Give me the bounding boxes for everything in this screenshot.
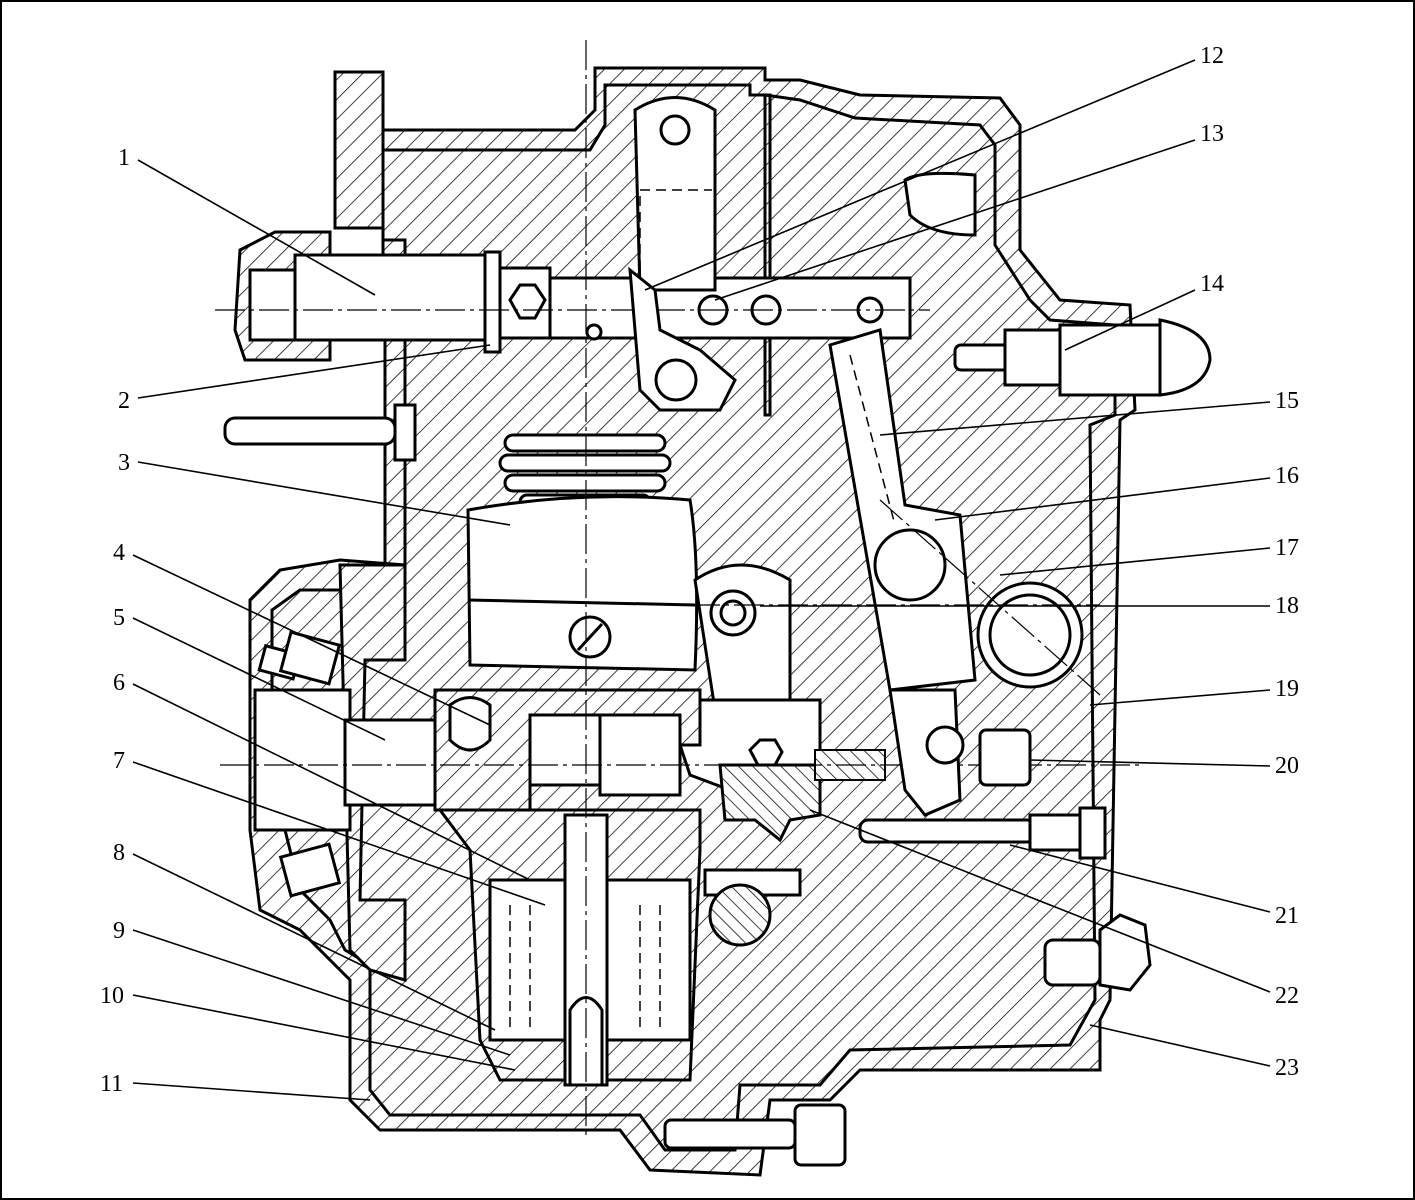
leader-line-1	[137, 159, 376, 296]
leader-line-8	[132, 853, 496, 1031]
leader-line-6	[132, 683, 531, 881]
leader-line-17	[999, 547, 1271, 576]
callout-1: 1	[118, 145, 130, 171]
callout-15: 15	[1275, 388, 1299, 414]
leader-line-22	[809, 809, 1271, 993]
callout-4: 4	[113, 540, 125, 566]
leader-line-9	[132, 929, 511, 1056]
callout-18: 18	[1275, 593, 1299, 619]
leader-line-10	[132, 994, 516, 1071]
leader-line-3	[137, 461, 511, 526]
callout-8: 8	[113, 840, 125, 866]
callout-16: 16	[1275, 463, 1299, 489]
callout-17: 17	[1275, 535, 1299, 561]
leader-line-16	[934, 477, 1271, 521]
callout-2: 2	[118, 388, 130, 414]
leader-line-2	[137, 344, 491, 399]
fork-lever	[628, 96, 737, 412]
leader-line-20	[1029, 759, 1271, 767]
fuel-lever	[690, 328, 1101, 817]
callout-22: 22	[1275, 983, 1299, 1009]
callout-11: 11	[100, 1071, 123, 1097]
leader-line-21	[1009, 844, 1271, 913]
leader-line-4	[132, 554, 491, 726]
callout-14: 14	[1200, 271, 1224, 297]
leader-line-7	[132, 761, 546, 906]
callout-9: 9	[113, 918, 125, 944]
callout-7: 7	[113, 748, 125, 774]
callout-13: 13	[1200, 121, 1224, 147]
adjust-screws	[223, 318, 1212, 1167]
leader-line-13	[714, 139, 1196, 301]
callout-20: 20	[1275, 753, 1299, 779]
flyweight-assembly	[437, 40, 702, 1140]
weight-block	[466, 495, 699, 672]
leader-line-14	[1064, 289, 1196, 351]
callout-12: 12	[1200, 43, 1224, 69]
callout-21: 21	[1275, 903, 1299, 929]
callout-19: 19	[1275, 676, 1299, 702]
callout-5: 5	[113, 605, 125, 631]
callout-23: 23	[1275, 1055, 1299, 1081]
callout-3: 3	[118, 450, 130, 476]
leader-line-19	[1089, 689, 1271, 706]
leader-line-5	[132, 617, 386, 741]
callout-6: 6	[113, 670, 125, 696]
leader-line-23	[1089, 1024, 1271, 1067]
leader-line-15	[879, 401, 1271, 436]
leader-line-11	[132, 1082, 371, 1101]
leader-line-12	[644, 59, 1196, 291]
callout-10: 10	[100, 983, 124, 1009]
